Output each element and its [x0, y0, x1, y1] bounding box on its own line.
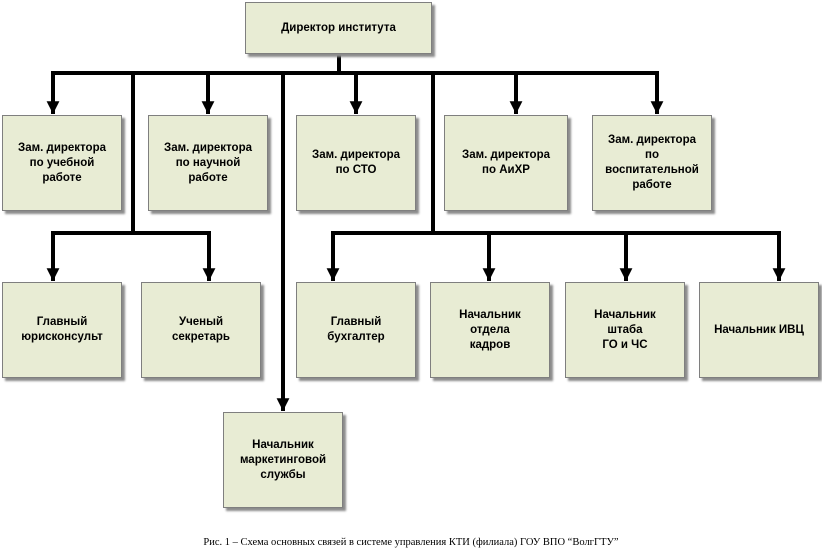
node-deputy-education: Зам. директора по учебной работе — [2, 115, 122, 211]
node-deputy-upbringing: Зам. директора по воспитательной работе — [592, 115, 712, 211]
figure-caption: Рис. 1 – Схема основных связей в системе… — [203, 537, 619, 548]
node-ivc-head: Начальник ИВЦ — [699, 282, 819, 378]
node-deputy-sto: Зам. директора по СТО — [296, 115, 416, 211]
node-marketing-head: Начальник маркетинговой службы — [223, 412, 343, 508]
node-go-chs-head: Начальник штаба ГО и ЧС — [565, 282, 685, 378]
node-chief-accountant: Главный бухгалтер — [296, 282, 416, 378]
node-scientific-secretary: Ученый секретарь — [141, 282, 261, 378]
node-hr-head: Начальник отдела кадров — [430, 282, 550, 378]
node-director: Директор института — [245, 2, 432, 54]
node-deputy-science: Зам. директора по научной работе — [148, 115, 268, 211]
node-deputy-aihr: Зам. директора по АиХР — [444, 115, 568, 211]
node-chief-legal: Главный юрисконсульт — [2, 282, 122, 378]
